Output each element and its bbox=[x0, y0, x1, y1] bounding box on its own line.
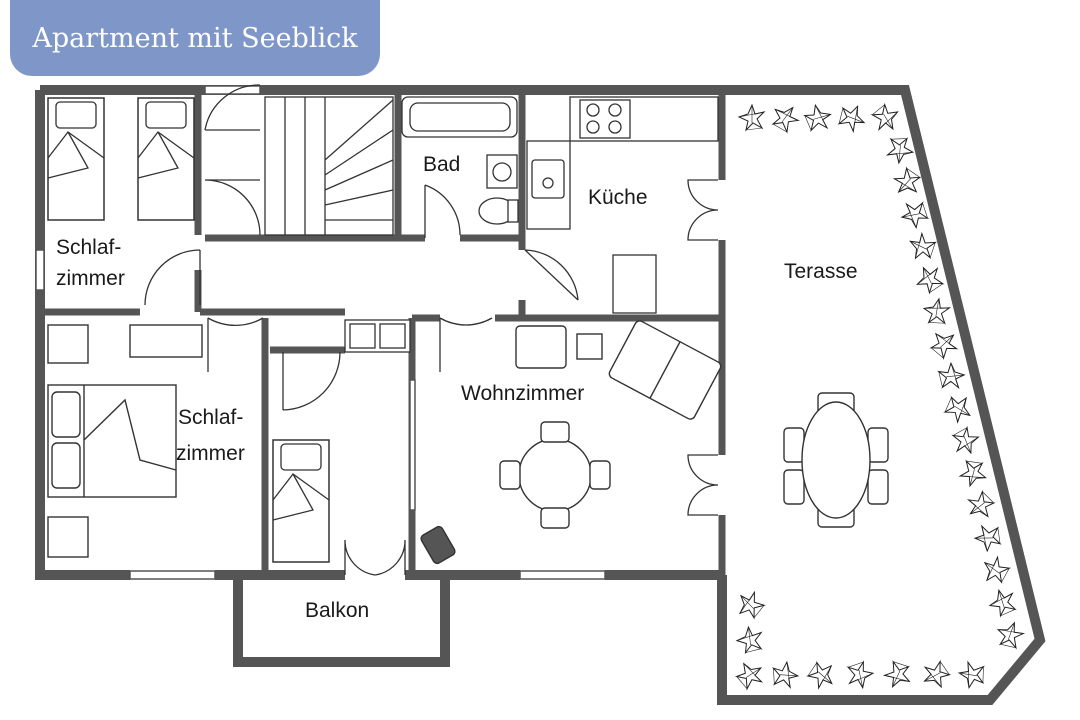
terrace-furniture bbox=[783, 392, 889, 528]
plant-icon bbox=[731, 586, 768, 624]
bedroom-1-furniture bbox=[47, 97, 195, 221]
living-room-furniture bbox=[420, 320, 722, 565]
plant-icon bbox=[738, 104, 765, 131]
plant-icon bbox=[956, 660, 987, 691]
room-labels: Schlaf- zimmer Schlaf- zimmer Bad Küche … bbox=[56, 153, 858, 622]
plant-icon bbox=[904, 230, 939, 265]
plant-icon bbox=[993, 617, 1027, 651]
plant-icon bbox=[735, 625, 764, 654]
windows bbox=[35, 85, 606, 580]
plant-icon bbox=[985, 586, 1019, 619]
plant-icon bbox=[937, 361, 967, 391]
bathroom-fixtures bbox=[401, 96, 519, 225]
label-schlafzimmer-2-line1: Schlaf- bbox=[178, 406, 243, 429]
page-title: Apartment mit Seeblick bbox=[32, 22, 358, 54]
label-bad: Bad bbox=[423, 153, 460, 176]
plant-icon bbox=[949, 424, 984, 459]
staircase bbox=[264, 96, 394, 236]
plant-icon bbox=[868, 100, 905, 136]
exterior-walls bbox=[35, 85, 1046, 705]
plant-icon bbox=[918, 658, 954, 694]
plant-icon bbox=[921, 296, 952, 327]
doors bbox=[144, 84, 719, 576]
plant-icon bbox=[802, 101, 835, 134]
small-room-furniture bbox=[272, 439, 330, 563]
plant-icon bbox=[925, 325, 963, 362]
plant-icon bbox=[881, 658, 916, 693]
label-terasse: Terasse bbox=[784, 260, 858, 283]
plant-icon bbox=[976, 552, 1013, 589]
plant-icon bbox=[886, 136, 915, 165]
plant-icon bbox=[911, 261, 946, 297]
label-wohnzimmer: Wohnzimmer bbox=[461, 382, 584, 405]
hallway-furniture bbox=[344, 319, 411, 353]
label-kueche: Küche bbox=[588, 186, 648, 209]
plant-icon bbox=[835, 101, 870, 135]
bedroom-2-furniture bbox=[47, 324, 203, 558]
plant-icon bbox=[962, 488, 999, 525]
plant-icon bbox=[766, 99, 803, 136]
plant-icon bbox=[941, 390, 978, 427]
kitchen-fixtures bbox=[526, 96, 719, 314]
plant-icon bbox=[974, 525, 1001, 552]
plant-icon bbox=[845, 660, 876, 691]
plant-icon bbox=[732, 656, 768, 693]
plant-icon bbox=[771, 660, 800, 689]
label-schlafzimmer-2-line2: zimmer bbox=[176, 442, 245, 465]
label-balkon: Balkon bbox=[305, 599, 369, 622]
label-schlafzimmer-1-line2: zimmer bbox=[56, 267, 125, 290]
plant-icon bbox=[899, 200, 930, 231]
title-badge: Apartment mit Seeblick bbox=[10, 0, 380, 76]
plant-icon bbox=[957, 458, 990, 490]
interior-walls bbox=[40, 90, 726, 575]
plant-icon bbox=[804, 656, 841, 694]
label-schlafzimmer-1-line1: Schlaf- bbox=[56, 236, 121, 259]
